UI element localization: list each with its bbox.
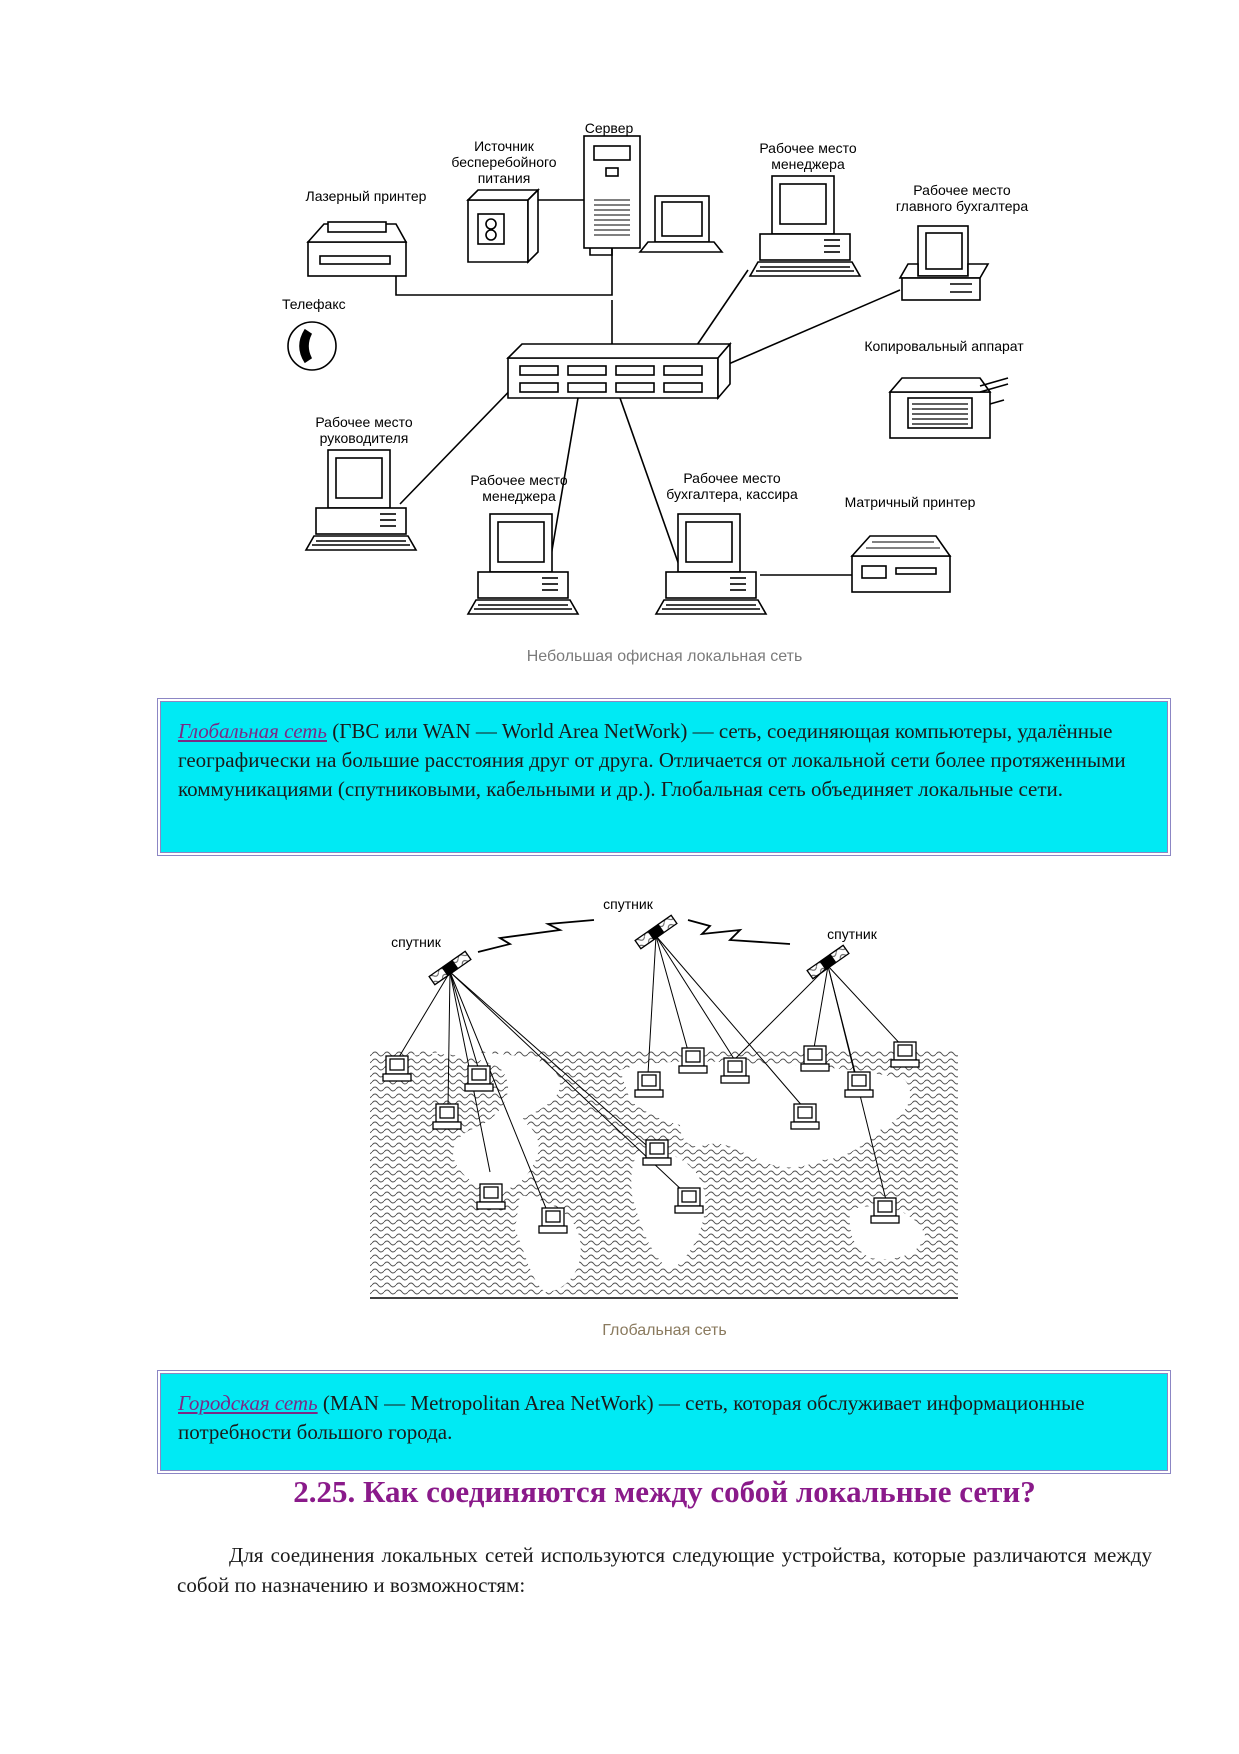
server-monitor-icon (638, 195, 724, 253)
lan-figure-caption: Небольшая офисная локальная сеть (526, 648, 803, 665)
wan-terminal-icon (844, 1071, 874, 1098)
telefax-label: Телефакс (282, 296, 346, 312)
wan-terminal-icon (890, 1041, 920, 1068)
wan-terminal-icon (634, 1071, 664, 1098)
telefax-icon (287, 321, 337, 371)
manager-top-label: Рабочее место менеджера (759, 140, 857, 172)
wan-terminal-icon (538, 1207, 568, 1234)
wan-definition-box: Глобальная сеть (ГВС или WAN — World Are… (157, 698, 1171, 856)
copier-label: Копировальный аппарат (864, 338, 1024, 354)
chief-accountant-pc-icon (898, 225, 990, 301)
manager-bottom-pc-icon (467, 513, 579, 615)
wan-terminal-icon (870, 1197, 900, 1224)
wan-terminal-icon (790, 1103, 820, 1130)
wan-terminal-icon (476, 1183, 506, 1210)
matrix-printer-label: Матричный принтер (844, 494, 976, 510)
wan-terminal-icon (432, 1103, 462, 1130)
section-paragraph: Для соединения локальных сетей использую… (177, 1543, 1152, 1597)
section-heading: 2.25. Как соединяются между собой локаль… (293, 1474, 1036, 1509)
man-definition-text: (MAN — Metropolitan Area NetWork) — сеть… (178, 1391, 1085, 1444)
wan-terminal-icon (674, 1187, 704, 1214)
ups-icon (466, 188, 540, 264)
ups-label: Источник бесперебойного питания (451, 138, 557, 186)
satellite-right-label: спутник (827, 926, 877, 942)
satellite-right-icon (806, 944, 850, 980)
chief-accountant-label: Рабочее место главного бухгалтера (895, 182, 1029, 214)
manager-bottom-label: Рабочее место менеджера (470, 472, 568, 504)
server-icon (583, 135, 641, 249)
lan-diagram (287, 135, 1009, 615)
laser-printer-label: Лазерный принтер (305, 188, 427, 204)
accountant-cashier-label: Рабочее место бухгалтера, кассира (666, 470, 798, 502)
wan-terminal-icon (678, 1047, 708, 1074)
wan-terminal-icon (464, 1065, 494, 1092)
director-label: Рабочее место руководителя (315, 414, 413, 446)
manager-top-pc-icon (749, 175, 861, 277)
accountant-pc-icon (655, 513, 767, 615)
man-term[interactable]: Городская сеть (178, 1391, 318, 1415)
matrix-printer-icon (850, 535, 952, 593)
wan-term[interactable]: Глобальная сеть (178, 719, 327, 743)
wan-terminal-icon (382, 1055, 412, 1082)
wan-terminal-icon (720, 1057, 750, 1084)
copier-icon (888, 377, 1009, 439)
server-label: Сервер (584, 120, 634, 136)
wan-definition-text: (ГВС или WAN — World Area NetWork) — сет… (178, 719, 1126, 801)
director-pc-icon (305, 449, 417, 551)
wan-diagram (370, 914, 958, 1299)
satellite-left-label: спутник (391, 934, 441, 950)
wan-figure-caption: Глобальная сеть (602, 1322, 727, 1339)
wan-terminal-icon (642, 1139, 672, 1166)
man-definition-box: Городская сеть (MAN — Metropolitan Area … (157, 1370, 1171, 1474)
hub-icon (506, 341, 732, 401)
satellite-center-label: спутник (603, 896, 653, 912)
laser-printer-icon (306, 221, 408, 277)
wan-terminal-icon (800, 1045, 830, 1072)
